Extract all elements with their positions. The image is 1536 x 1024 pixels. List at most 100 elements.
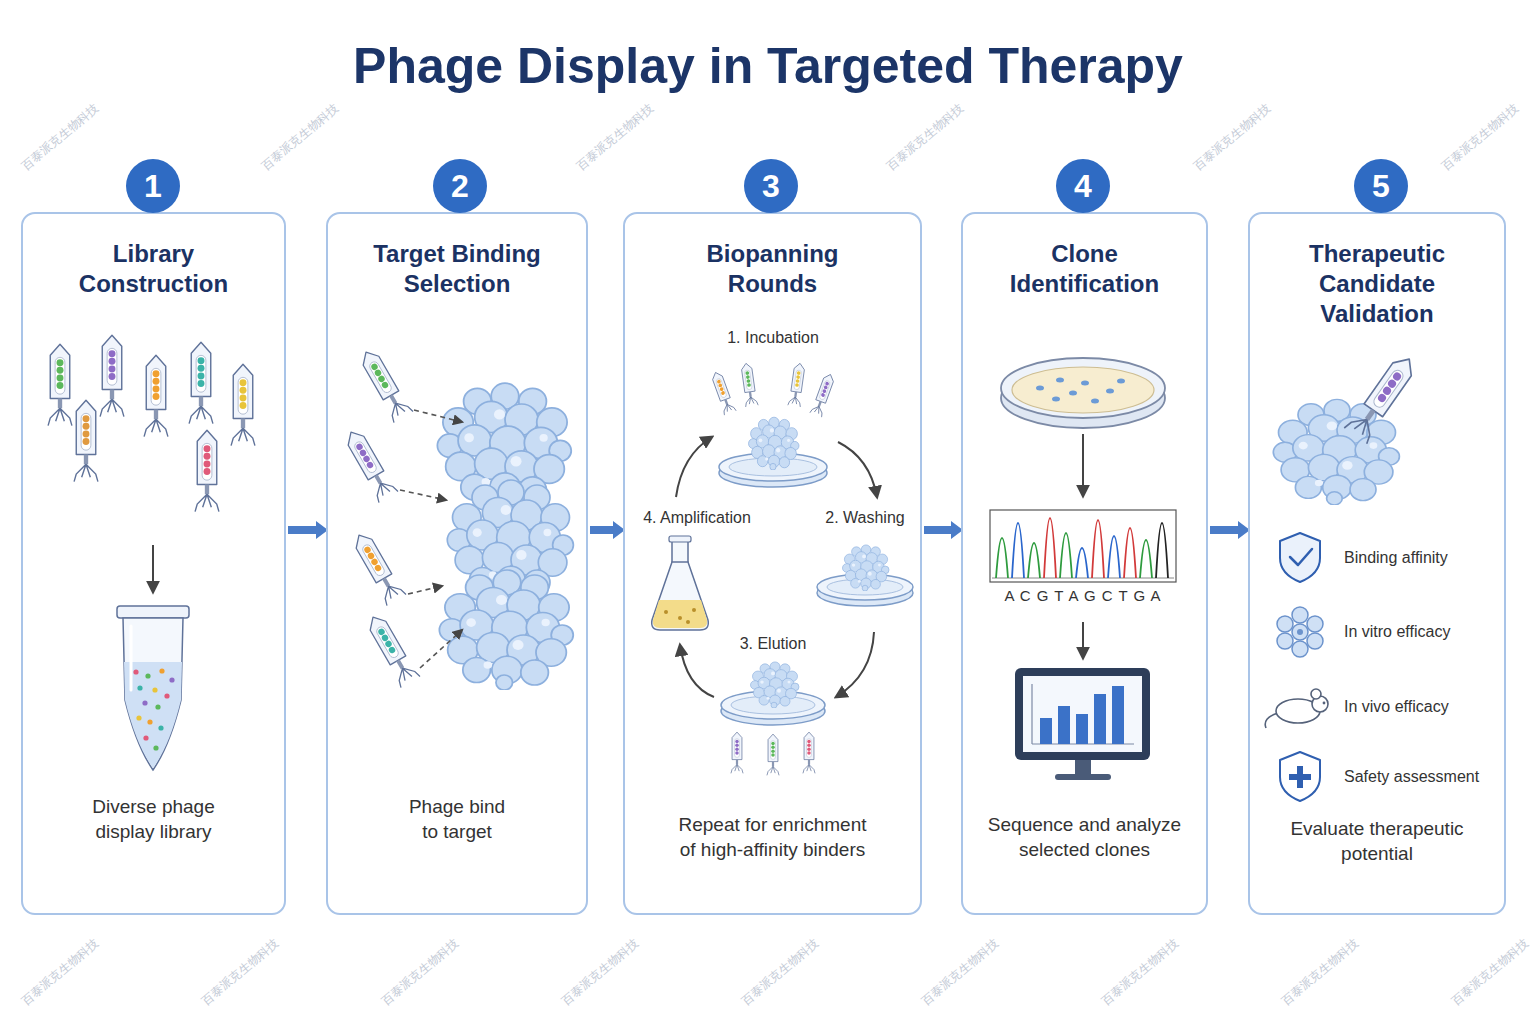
step-panel: Library ConstructionDiverse phage displa… <box>21 212 286 915</box>
computer-monitor <box>1076 714 1088 744</box>
mouse-icon <box>1265 713 1278 728</box>
panel-heading: Clone Identification <box>990 239 1180 299</box>
phage-particle <box>341 347 420 688</box>
petri-dish <box>1036 386 1044 391</box>
phage-particle <box>731 732 815 775</box>
phage-library-illustration <box>231 364 255 445</box>
petri-dish <box>1117 379 1125 384</box>
chromatogram <box>990 510 1176 582</box>
sample-tube <box>137 685 142 690</box>
petri-dish <box>1106 389 1114 394</box>
chromatogram <box>1156 523 1168 578</box>
binding-arrow <box>400 410 462 668</box>
computer-monitor <box>1094 694 1106 744</box>
panel-caption: Phage bind to target <box>403 794 511 844</box>
stage-label: 1. Incubation <box>727 328 819 348</box>
step-number: 3 <box>762 170 780 202</box>
phage-library-illustration <box>74 400 98 481</box>
phage-library-illustration <box>100 335 124 416</box>
step-panel: Biopanning RoundsRepeat for enrichment o… <box>623 212 922 915</box>
phage-particle <box>1344 351 1420 444</box>
binding-arrow <box>408 586 442 594</box>
sample-tube <box>117 606 189 618</box>
phage-particle <box>363 612 420 688</box>
cycle-arrow <box>676 437 712 497</box>
watermark: 百泰派克生物科技 <box>1449 936 1532 1008</box>
cell-icon <box>1292 641 1308 657</box>
target-protein <box>439 570 573 690</box>
stage-label: 2. Washing <box>825 508 904 528</box>
sample-tube <box>117 606 189 770</box>
panel-heading: Therapeutic Candidate Validation <box>1282 239 1472 329</box>
petri-dish <box>719 417 913 725</box>
step-panel: Clone IdentificationSequence and analyze… <box>961 212 1208 915</box>
cycle-arrow <box>836 632 874 697</box>
phage-particle <box>767 734 779 775</box>
sample-tube <box>133 669 138 674</box>
panel-caption: Repeat for enrichment of high-affinity b… <box>674 812 872 862</box>
computer-monitor <box>1015 668 1150 780</box>
binding-affinity-icon <box>1280 533 1320 582</box>
binding-affinity-icon <box>1280 533 1320 582</box>
watermark: 百泰派克生物科技 <box>199 936 282 1008</box>
phage-particle <box>731 732 743 773</box>
culture-flask <box>686 620 690 624</box>
binding-arrow <box>400 490 446 500</box>
mouse-icon <box>1311 689 1321 699</box>
chromatogram <box>1108 536 1120 578</box>
flow-arrow <box>1210 521 1250 539</box>
chromatogram <box>1060 533 1072 578</box>
watermark: 百泰派克生物科技 <box>259 101 342 173</box>
step-circle: 1 <box>126 159 180 213</box>
sample-tube <box>153 745 158 750</box>
cell-icon <box>1292 607 1308 623</box>
sample-tube <box>169 677 174 682</box>
phage-library-illustration <box>144 355 168 436</box>
petri-dish <box>1012 367 1154 413</box>
down-arrow <box>152 545 154 592</box>
down-arrow <box>1082 434 1084 496</box>
computer-monitor <box>1031 684 1032 744</box>
cell-icon <box>1292 624 1308 640</box>
phage-particle <box>710 362 837 417</box>
watermark: 百泰派克生物科技 <box>739 936 822 1008</box>
watermark: 百泰派克生物科技 <box>559 936 642 1008</box>
sample-tube <box>123 618 183 770</box>
chromatogram <box>996 538 1008 578</box>
sample-tube <box>155 704 160 709</box>
watermark: 百泰派克生物科技 <box>919 936 1002 1008</box>
watermark: 百泰派克生物科技 <box>1099 936 1182 1008</box>
watermark: 百泰派克生物科技 <box>574 101 657 173</box>
culture-flask <box>692 608 696 612</box>
chromatogram <box>996 518 1168 578</box>
petri-dish <box>1091 399 1099 404</box>
phage-particle <box>349 530 406 606</box>
sample-tube <box>136 715 141 720</box>
petri-dish <box>749 417 799 470</box>
step-number: 2 <box>451 170 469 202</box>
down-arrow <box>1082 622 1084 658</box>
petri-dish <box>1069 391 1077 396</box>
phage-particle <box>1344 351 1420 444</box>
panel-heading: Biopanning Rounds <box>688 239 858 299</box>
watermark: 百泰派克生物科技 <box>1439 101 1522 173</box>
cell-icon <box>1277 633 1293 649</box>
flow-arrow <box>590 521 625 539</box>
phage-particle <box>356 347 413 423</box>
sample-tube <box>147 719 152 724</box>
step-circle: 3 <box>744 159 798 213</box>
watermark: 百泰派克生物科技 <box>884 101 967 173</box>
watermark: 百泰派克生物科技 <box>19 936 102 1008</box>
cell-icon <box>1307 616 1323 632</box>
sample-tube <box>159 668 164 673</box>
step-circle: 2 <box>433 159 487 213</box>
culture-flask <box>664 610 668 614</box>
watermark: 百泰派克生物科技 <box>1191 101 1274 173</box>
stage-label: 4. Amplification <box>643 508 751 528</box>
cell-icon <box>1297 629 1303 635</box>
sample-tube <box>164 693 169 698</box>
step-circle: 5 <box>1354 159 1408 213</box>
target-protein <box>437 383 573 690</box>
